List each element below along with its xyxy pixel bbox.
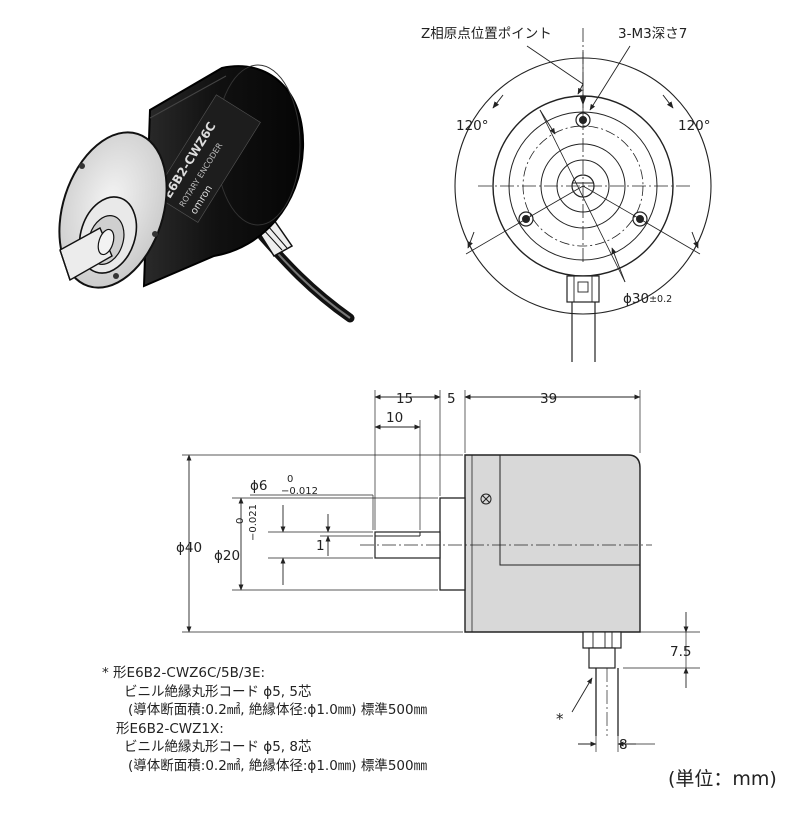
spigot-tol-lower: −0.021: [248, 504, 259, 541]
shaft-dia-label: ϕ6: [250, 478, 268, 494]
side-body: [464, 454, 641, 633]
note-spec-2: (導体断面積:0.2㎟, 絶縁体径:ϕ1.0㎜) 標準500㎜: [128, 757, 428, 774]
note-spec-1: (導体断面積:0.2㎟, 絶縁体径:ϕ1.0㎜) 標準500㎜: [128, 702, 428, 719]
tap-label: 3-M3深さ7: [618, 26, 687, 42]
side-cable-exit: [582, 631, 622, 649]
body-dia-label: ϕ40: [176, 540, 202, 556]
angle-right-label: 120°: [678, 118, 711, 134]
dim-39: 39: [540, 391, 557, 407]
cable-exit-front: [566, 275, 600, 303]
note-star: *: [102, 665, 109, 681]
front-view: [454, 28, 712, 362]
cable-dia-label: 8: [619, 737, 628, 753]
shaft-tol-upper: 0: [287, 474, 293, 485]
pcd-circle: [522, 125, 644, 247]
cable-offset-label: 7.5: [670, 644, 691, 660]
unit-label: (単位：mm): [668, 768, 777, 790]
product-illustration: E6B2-CWZ6C ROTARY ENCODER omron: [58, 64, 355, 323]
dim-10: 10: [386, 410, 403, 426]
note-cable-2: ビニル絶縁丸形コード ϕ5, 8芯: [124, 739, 312, 756]
side-spigot: [439, 497, 466, 591]
shaft-tol-lower: −0.012: [281, 486, 318, 497]
flat-depth-label: 1: [316, 538, 325, 554]
spigot-tol-upper: 0: [235, 518, 246, 524]
note-cable-1: ビニル絶縁丸形コード ϕ5, 5芯: [124, 683, 312, 700]
z-phase-label: Z相原点位置ポイント: [421, 26, 552, 42]
spigot-dia-label: ϕ20: [214, 548, 240, 564]
side-cable: [595, 668, 619, 736]
note-model-2: 形E6B2-CWZ1X:: [116, 720, 224, 737]
side-view: [182, 390, 700, 752]
pcd-label: ϕ30±0.2: [623, 291, 672, 307]
cable-notes: * 形E6B2-CWZ6C/5B/3E: ビニル絶縁丸形コード ϕ5, 5芯 (…: [102, 664, 427, 776]
cable-asterisk: *: [556, 710, 564, 728]
dim-15: 15: [396, 391, 413, 407]
note-model-1: * 形E6B2-CWZ6C/5B/3E:: [102, 665, 266, 681]
angle-left-label: 120°: [456, 118, 489, 134]
dim-5: 5: [447, 391, 456, 407]
